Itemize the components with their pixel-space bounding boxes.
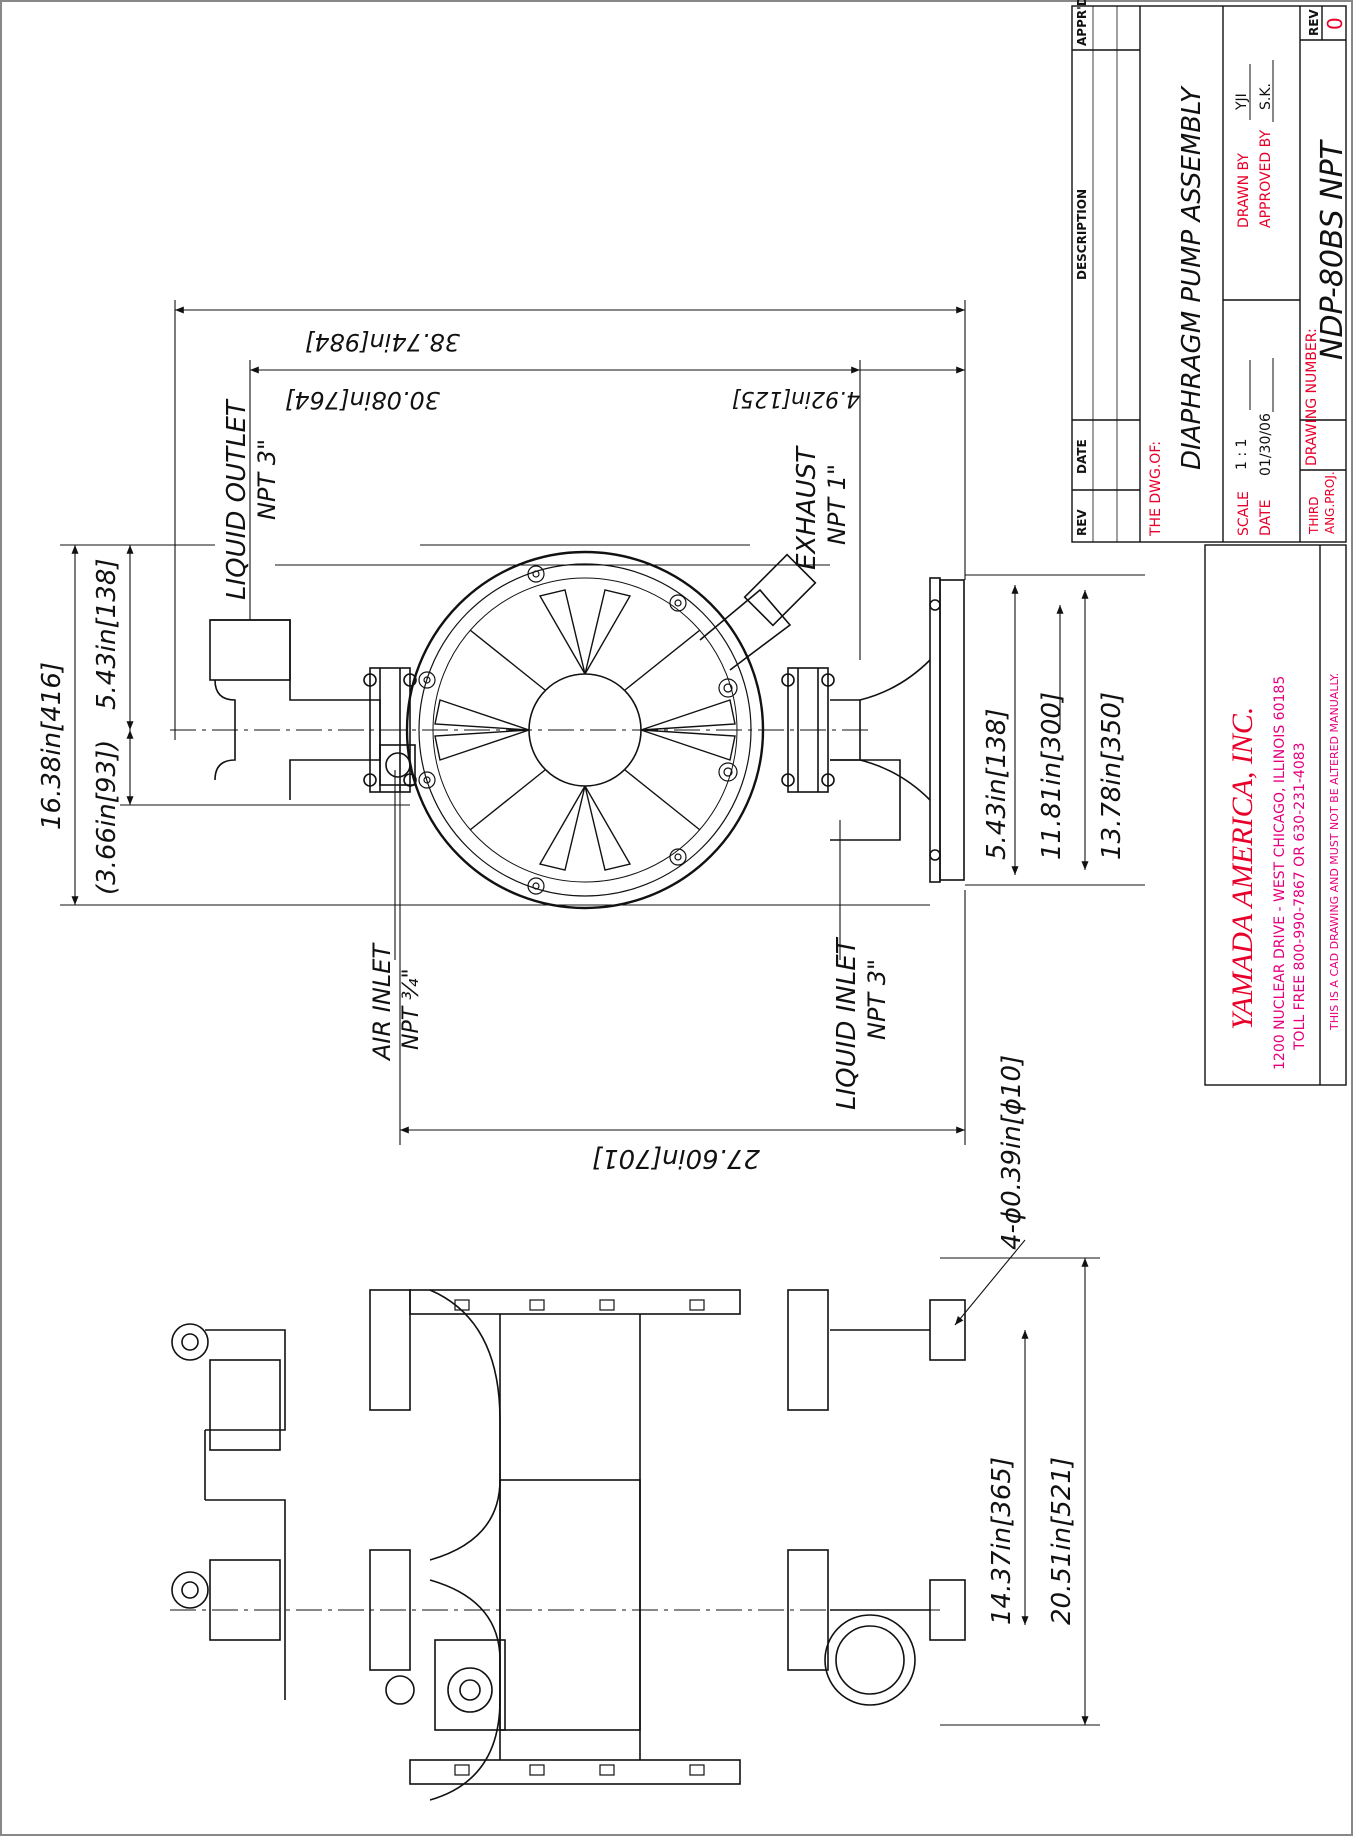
company-block — [1204, 544, 1347, 1086]
drawing-number: NDP-80BS NPT — [1315, 138, 1350, 360]
dimension-texts: 38.74in[984] 30.08in[764] 4.92in[125] 16… — [37, 328, 1127, 1625]
rev-value: 0 — [1323, 17, 1347, 30]
dim-body-height: 30.08in[764] — [285, 386, 440, 414]
scale-value: 1 : 1 — [1234, 439, 1250, 470]
label-liquid-inlet-size: NPT 3" — [863, 959, 891, 1040]
dim-side-outer: 20.51in[521] — [1047, 1457, 1077, 1625]
approved-by-value: S.K. — [1258, 83, 1274, 110]
port-labels: LIQUID OUTLET NPT 3" EXHAUST NPT 1" AIR … — [222, 398, 891, 1110]
dim-overall-height: 38.74in[984] — [305, 328, 460, 356]
dim-base-offset: 4.92in[125] — [732, 386, 860, 411]
dim-air-to-base: 27.60in[701] — [592, 1143, 760, 1173]
dim-base-inner: 11.81in[300] — [1037, 692, 1067, 860]
label-exhaust: EXHAUST — [792, 445, 822, 570]
company-address: 1200 NUCLEAR DRIVE - WEST CHICAGO, ILLIN… — [1272, 676, 1288, 1070]
company-block-text: YAMADA AMERICA, INC. 1200 NUCLEAR DRIVE … — [1226, 673, 1341, 1070]
rev-header: REV — [1075, 509, 1089, 536]
date-label: DATE — [1258, 500, 1274, 536]
label-liquid-outlet: LIQUID OUTLET — [222, 398, 252, 600]
label-exhaust-size: NPT 1" — [823, 464, 851, 545]
dim-outlet-right: 5.43in[138] — [92, 558, 122, 710]
dim-mount-holes: 4-ϕ0.39in[ϕ10] — [997, 1055, 1027, 1250]
date-value: 01/30/06 — [1258, 413, 1274, 476]
side-view — [170, 1289, 966, 1801]
third-label: THIRD — [1307, 497, 1321, 535]
dim-base-outer: 13.78in[350] — [1097, 692, 1127, 860]
rev-label: REV — [1307, 9, 1321, 36]
title-block — [1071, 5, 1347, 543]
title-block-text: REV DATE DESCRIPTION APPR'D THE DWG.OF: … — [1075, 0, 1350, 537]
drawn-by-label: DRAWN BY — [1236, 153, 1252, 228]
apprd-header: APPR'D — [1075, 0, 1089, 46]
label-air-inlet: AIR INLET — [368, 942, 396, 1062]
label-air-inlet-size: NPT ¾" — [399, 968, 424, 1050]
date-header: DATE — [1075, 439, 1089, 474]
cad-notice: THIS IS A CAD DRAWING AND MUST NOT BE AL… — [1328, 673, 1341, 1031]
ang-proj-label: ANG.PROJ. — [1323, 471, 1337, 534]
drawn-by-value: YJI — [1234, 93, 1250, 111]
description-header: DESCRIPTION — [1075, 189, 1089, 280]
drawing-title: DIAPHRAGM PUMP ASSEMBLY — [1177, 85, 1207, 470]
scale-label: SCALE — [1236, 491, 1252, 536]
the-dwg-of-label: THE DWG.OF: — [1148, 441, 1164, 537]
dimension-lines — [60, 300, 1145, 1726]
dim-outlet-width: 16.38in[416] — [37, 662, 67, 830]
label-liquid-inlet: LIQUID INLET — [832, 936, 862, 1110]
label-liquid-outlet-size: NPT 3" — [253, 439, 281, 520]
dim-outlet-left: (3.66in[93]) — [92, 740, 122, 895]
approved-by-label: APPROVED BY — [1258, 130, 1274, 228]
dim-side-inner: 14.37in[365] — [987, 1457, 1017, 1625]
company-phone: TOLL FREE 800-990-7867 OR 630-231-4083 — [1292, 742, 1308, 1051]
drawing-number-label: DRAWING NUMBER: — [1304, 328, 1320, 466]
front-view — [170, 550, 965, 910]
company-name: YAMADA AMERICA, INC. — [1226, 707, 1259, 1030]
dim-inlet-offset: 5.43in[138] — [982, 708, 1012, 860]
